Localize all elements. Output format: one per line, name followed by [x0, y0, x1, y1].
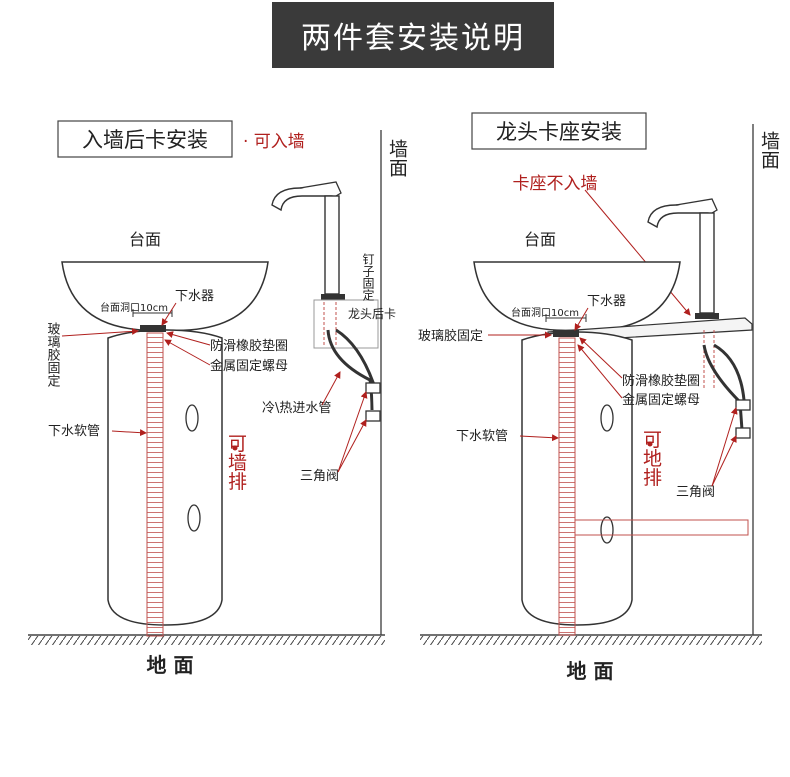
left-wall-label: 墙面 [386, 139, 408, 177]
right-header-box [471, 112, 647, 150]
left-can-wall-drain: 可墙排 [225, 434, 247, 491]
left-pedestal-hole [185, 404, 199, 432]
right-pedestal-hole [600, 404, 614, 432]
right-gasket-label: 防滑橡胶垫圈 [622, 373, 700, 389]
left-angle-valve [365, 382, 381, 394]
left-note-dot [232, 445, 238, 451]
left-hole-label: 台面洞口10cm [100, 301, 168, 314]
right-pedestal [521, 331, 633, 626]
left-drain-label: 下水器 [175, 289, 214, 304]
left-floor-label: 地 面 [147, 653, 194, 677]
left-drain-hose [146, 332, 164, 637]
right-note: 卡座不入墙 [513, 174, 598, 194]
right-angle-valve [735, 427, 751, 439]
left-nut-label: 金属固定螺母 [210, 358, 288, 374]
left-floor-hatch [28, 636, 385, 645]
left-header-box [57, 120, 233, 158]
right-drain-label: 下水器 [587, 294, 626, 309]
left-pedestal-hole [187, 504, 201, 532]
right-panel: 龙头卡座安装 卡座不入墙 墙面 地 面 台面 台面洞口10cm 下水器 玻璃胶固… [418, 112, 780, 683]
left-angle-valve [365, 410, 381, 422]
right-glass-glue-label: 玻璃胶固定 [418, 328, 483, 344]
right-floor-label: 地 面 [567, 659, 614, 683]
right-floor-hatch [420, 636, 762, 645]
left-drain [140, 325, 166, 332]
left-valve-label: 三角阀 [300, 469, 339, 484]
right-basin [473, 261, 681, 332]
right-faucet-nut [695, 313, 719, 319]
left-faucet-clip-label: 龙头后卡 [348, 307, 396, 321]
right-wall-label: 墙面 [758, 131, 780, 169]
left-panel: 入墙后卡安装 · 可入墙 墙面 地 面 台面 台面洞口10cm 下水器 玻璃胶固… [28, 120, 408, 677]
right-countertop-label: 台面 [524, 230, 556, 249]
right-hose-label: 下水软管 [456, 429, 508, 444]
left-gasket-label: 防滑橡胶垫圈 [210, 338, 288, 354]
right-angle-valve [735, 399, 751, 411]
right-pedestal-hole [600, 516, 614, 544]
right-faucet-body [699, 212, 715, 314]
right-drain [553, 330, 579, 337]
left-nail-label: 钉子固定 [361, 253, 375, 302]
right-nut-label: 金属固定螺母 [622, 392, 700, 408]
right-hole-label: 台面洞口10cm [511, 306, 579, 319]
left-faucet-clip-box [313, 299, 379, 349]
left-water-pipe-label: 冷\热进水管 [262, 401, 331, 416]
left-pedestal [107, 329, 223, 626]
right-header: 龙头卡座安装 [496, 120, 622, 144]
left-water-pipe [326, 329, 374, 411]
left-header: 入墙后卡安装 [82, 128, 208, 152]
page-title: 两件套安装说明 [272, 2, 554, 68]
left-faucet-nut [321, 294, 345, 300]
right-note-dot [647, 441, 653, 447]
right-can-floor-drain: 可地排 [640, 430, 662, 487]
left-hose-label: 下水软管 [48, 424, 100, 439]
right-water-pipe [702, 344, 744, 431]
right-drain-hose [558, 337, 576, 636]
right-valve-label: 三角阀 [676, 485, 715, 500]
left-faucet-body [324, 195, 340, 295]
left-note: · 可入墙 [243, 132, 305, 152]
right-floor-drain-path [575, 519, 749, 536]
left-glass-glue-label: 玻璃胶固定 [45, 322, 61, 388]
left-countertop-label: 台面 [129, 230, 161, 249]
